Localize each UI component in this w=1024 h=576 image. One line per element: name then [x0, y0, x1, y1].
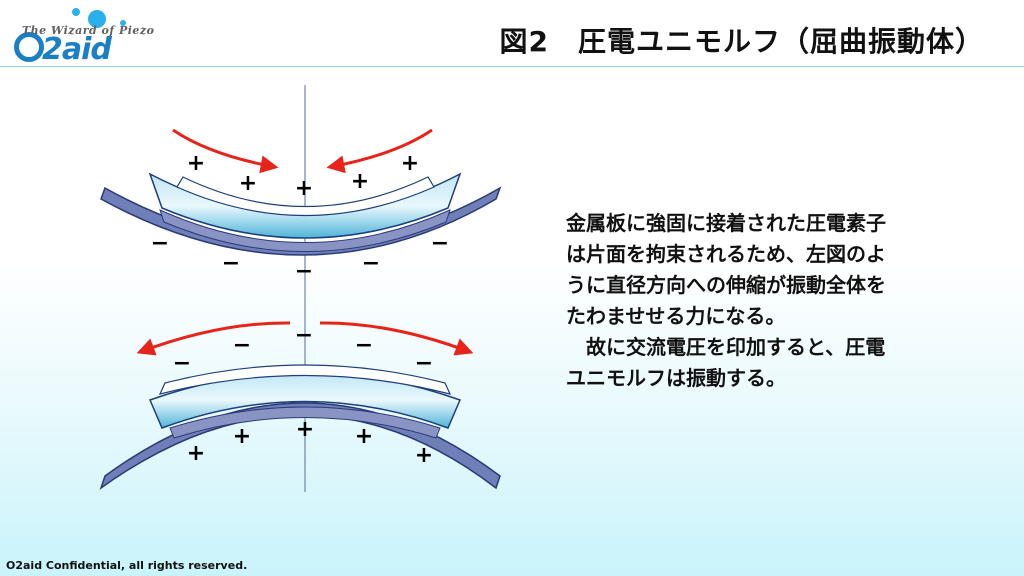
bottom-upper-sign: −: [415, 351, 433, 376]
o2aid-logo: 2aid The Wizard of Piezo: [8, 6, 178, 67]
description-line: は片面を拘束されるため、左図のよ: [566, 242, 886, 266]
logo-bubble-large: [88, 10, 106, 28]
description-text: 金属板に強固に接着された圧電素子 は片面を拘束されるため、左図のよ うに直径方向…: [566, 208, 986, 394]
bottom-lower-sign: +: [355, 424, 373, 449]
top-lower-electrode: [159, 209, 451, 252]
top-left-arrow: [172, 128, 279, 174]
description-line: 故に交流電圧を印加すると、圧電: [566, 335, 886, 359]
top-lower-sign: −: [222, 251, 240, 276]
bottom-right-arrow: [319, 321, 474, 356]
bottom-upper-sign: −: [173, 351, 191, 376]
logo-wordmark: 2aid: [42, 32, 112, 67]
logo-bubble-small: [72, 8, 80, 16]
bottom-lower-sign: +: [187, 441, 205, 466]
top-upper-sign: +: [187, 151, 205, 176]
top-lower-sign: −: [295, 259, 313, 284]
title-divider: [0, 66, 1024, 67]
bottom-lower-sign: +: [233, 424, 251, 449]
logo-o-ring: [14, 32, 44, 62]
top-upper-sign: +: [295, 176, 313, 201]
top-unimorph: + + + + + − − − − −: [100, 128, 502, 284]
description-line: 金属板に強固に接着された圧電素子: [566, 211, 886, 235]
slide-title: 図2 圧電ユニモルフ（屈曲振動体）: [499, 25, 984, 58]
unimorph-diagram: + + + + + − − − − − − − − − − + + + + +: [99, 85, 502, 492]
bottom-lower-electrode: [169, 406, 441, 439]
bottom-unimorph: − − − − − + + + + +: [99, 321, 501, 490]
top-upper-electrode: [176, 176, 435, 217]
bottom-lower-sign: +: [415, 443, 433, 468]
logo-bubble-tiny: [120, 20, 126, 26]
top-right-arrow: [326, 128, 433, 174]
top-lower-sign: −: [362, 251, 380, 276]
top-upper-sign: +: [401, 151, 419, 176]
bottom-lower-sign: +: [296, 417, 314, 442]
top-lower-sign: −: [151, 231, 169, 256]
bottom-upper-sign: −: [355, 333, 373, 358]
top-lower-sign: −: [431, 231, 449, 256]
bottom-left-arrow: [136, 321, 291, 356]
top-upper-sign: +: [239, 171, 257, 196]
bottom-upper-electrode: [158, 364, 452, 395]
description-line: ユニモルフは振動する。: [566, 366, 786, 390]
description-line: たわませせる力になる。: [566, 304, 786, 328]
footer-confidential: O2aid Confidential, all rights reserved.: [6, 559, 248, 572]
logo-tagline: The Wizard of Piezo: [22, 24, 155, 37]
bottom-upper-sign: −: [295, 323, 313, 348]
bottom-upper-sign: −: [233, 333, 251, 358]
top-upper-sign: +: [351, 169, 369, 194]
description-line: うに直径方向への伸縮が振動全体を: [566, 273, 886, 297]
